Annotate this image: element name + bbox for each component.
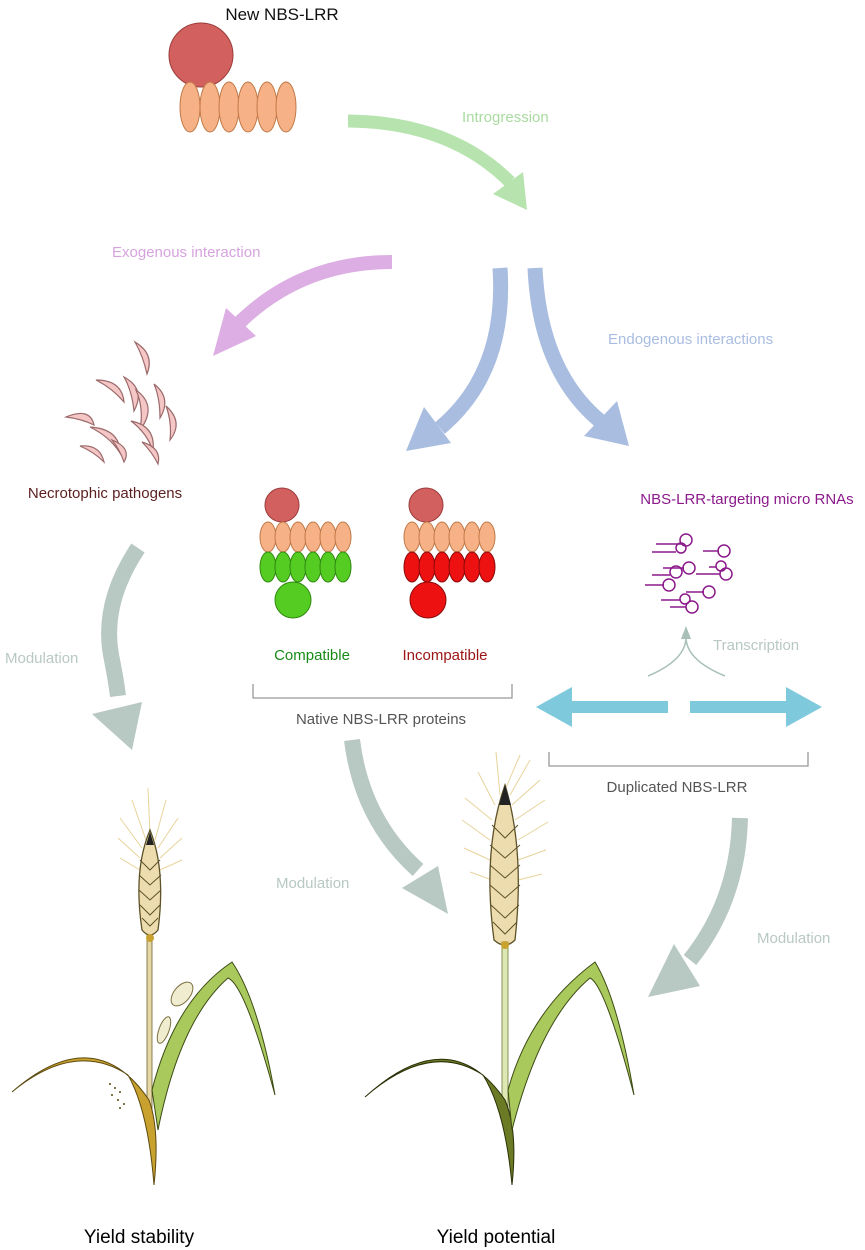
native-bracket [252, 684, 513, 699]
awns-right [461, 751, 549, 881]
duplicated-bracket-label: Duplicated NBS-LRR [607, 779, 748, 796]
outcome-label-left: Yield stability [84, 1227, 195, 1248]
nbs-head [168, 22, 234, 88]
incompatible-protein [403, 487, 496, 619]
outcome-label-right: Yield potential [437, 1227, 556, 1248]
pathogen-cluster [63, 340, 177, 466]
compatible-nbs-head [264, 487, 300, 523]
exogenous-arrow [213, 255, 393, 356]
leaf-right-light [507, 961, 635, 1131]
wheat-plant-healthy [364, 751, 635, 1186]
awns-left [117, 787, 183, 871]
compatible-partner-repeats [259, 551, 352, 583]
introgression-arrow [347, 114, 527, 210]
wheat-plant-stressed [11, 787, 276, 1186]
introgression-label: Introgression [462, 109, 549, 126]
leaf-left-yellow [11, 1057, 157, 1186]
lrr-repeats [179, 81, 297, 133]
micro-rna-cluster [645, 533, 733, 614]
modulation-arrow-right [648, 817, 748, 997]
modulation-arrow-left [92, 543, 145, 750]
leaf-right-dark [364, 1058, 515, 1186]
transcription-label: Transcription [713, 637, 799, 654]
modulation-arrow-center [344, 738, 448, 914]
spike-right [489, 782, 519, 946]
incompatible-label: Incompatible [402, 647, 487, 664]
duplicated-bracket [548, 752, 809, 767]
title-new-nbs-lrr: New NBS-LRR [225, 5, 338, 24]
endogenous-arrows [406, 267, 629, 451]
modulation-label-left: Modulation [5, 650, 78, 667]
incompatible-partner-head [409, 581, 447, 619]
incompatible-lrr-repeats [403, 521, 496, 553]
endogenous-label: Endogenous interactions [608, 331, 773, 348]
native-bracket-label: Native NBS-LRR proteins [296, 711, 466, 728]
incompatible-partner-repeats [403, 551, 496, 583]
duplication-arrows [536, 687, 822, 727]
pathogens-label: Necrotophic pathogens [28, 485, 182, 502]
modulation-label-center: Modulation [276, 875, 349, 892]
micro-rna-label: NBS-LRR-targeting micro RNAs [640, 491, 853, 508]
compatible-label: Compatible [274, 647, 350, 664]
stem-right [501, 941, 509, 1123]
incompatible-nbs-head [408, 487, 444, 523]
compatible-protein [259, 487, 352, 619]
leaf-spots [109, 1083, 125, 1109]
modulation-label-right: Modulation [757, 930, 830, 947]
compatible-lrr-repeats [259, 521, 352, 553]
transcription-arrow [647, 626, 726, 677]
new-nbs-lrr-protein [168, 22, 297, 133]
compatible-partner-head [274, 581, 312, 619]
leaf-left-green [151, 961, 276, 1131]
exogenous-label: Exogenous interaction [112, 244, 260, 261]
